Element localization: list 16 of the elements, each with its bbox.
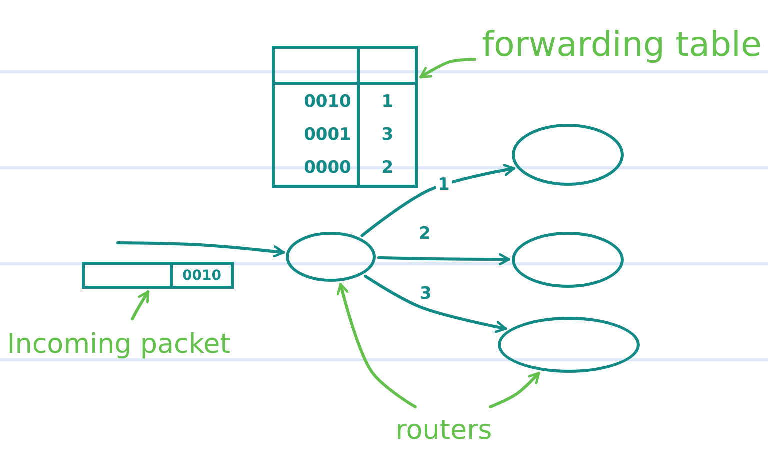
packet-bar xyxy=(82,262,234,289)
table-cell: 1 xyxy=(382,92,394,112)
table-cell: 2 xyxy=(382,158,394,178)
table-cell: 0001 xyxy=(304,124,352,145)
annotation-label: Incoming packet xyxy=(8,322,230,366)
table-cell: 3 xyxy=(382,124,394,145)
table-cell: 0000 xyxy=(304,158,352,178)
router-node xyxy=(286,232,376,282)
router-node xyxy=(512,124,624,186)
annotation-label: forwarding table xyxy=(478,14,766,76)
table-cell: 0010 xyxy=(304,92,352,112)
forwarding-table xyxy=(272,46,418,188)
packet-header-field: 0010 xyxy=(170,265,231,286)
annotation-label: routers xyxy=(396,410,492,450)
router-node xyxy=(512,232,624,288)
router-node xyxy=(498,317,640,373)
